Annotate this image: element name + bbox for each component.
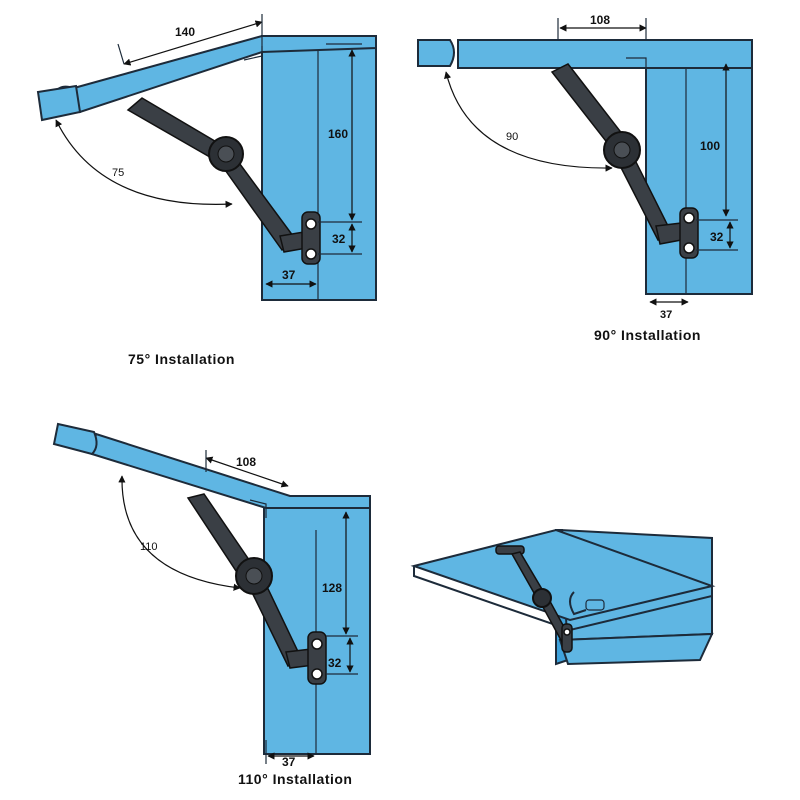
dim-height-label: 100: [700, 139, 720, 153]
caption: 75° Installation: [128, 351, 235, 367]
lid-panel: [90, 432, 371, 509]
lid-panel: [457, 39, 753, 69]
angle-arc: [444, 71, 613, 172]
screw-icon: [683, 212, 695, 224]
dim-height-label: 128: [322, 581, 342, 595]
perspective-view: [410, 528, 716, 666]
angle-label: 75: [112, 167, 124, 179]
lid-end-cap: [417, 39, 455, 67]
dim-offset-label: 37: [282, 268, 296, 282]
angle-arc: [118, 475, 241, 591]
diagram-75-installation: 75 140 160 32 37 75° Installation: [36, 14, 377, 367]
screw-icon: [305, 218, 317, 230]
screw-icon: [311, 638, 323, 650]
caption: 90° Installation: [594, 327, 701, 343]
dim-bracket-label: 32: [710, 230, 724, 244]
pivot-icon: [532, 588, 552, 608]
dim-bracket-label: 32: [332, 232, 346, 246]
angle-arc: [55, 119, 233, 208]
diagram-90-installation: 90 108 100 32 37 90° Installation: [417, 13, 753, 343]
dim-offset-label: 37: [282, 755, 296, 769]
lid-end-cap: [52, 422, 98, 456]
hinge-arm-icon: [495, 545, 573, 653]
dim-bracket-label: 32: [328, 656, 342, 670]
dim-height-label: 160: [328, 127, 348, 141]
hinge-arm-icon: [126, 97, 321, 265]
cabinet-side-panel: [645, 49, 753, 295]
lid-end-cap: [36, 84, 82, 122]
dim-lid-label: 108: [590, 13, 610, 27]
dim-lid-label: 140: [175, 25, 195, 39]
diagram-110-installation: 110 108 128 32 37 110° Installation: [52, 422, 371, 787]
angle-label: 90: [506, 131, 518, 143]
dim-lid-label: 108: [236, 455, 256, 469]
cabinet-bottom: [558, 632, 714, 666]
dim-offset-label: 37: [660, 309, 672, 321]
screw-icon: [563, 628, 571, 636]
caption: 110° Installation: [238, 771, 352, 787]
angle-label: 110: [140, 541, 158, 553]
